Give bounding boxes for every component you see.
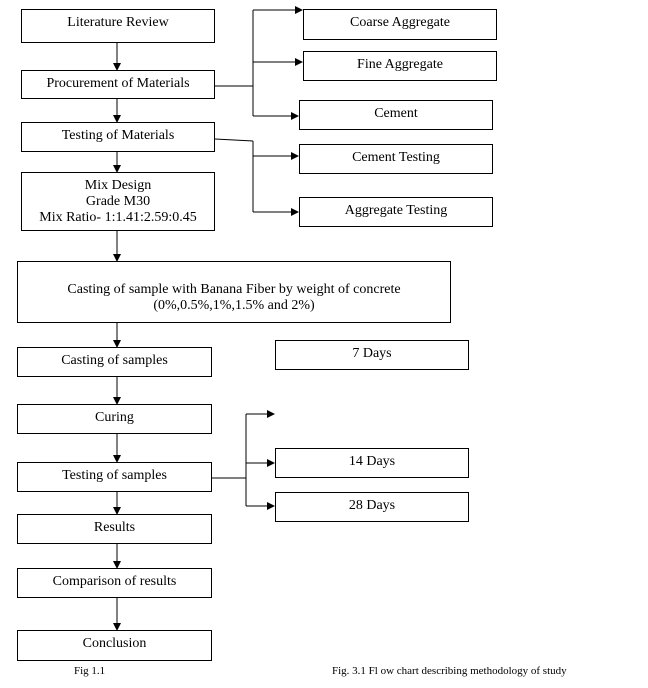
curing-label: Curing — [95, 410, 134, 425]
days-7-box: 7 Days — [275, 340, 469, 370]
fine-aggregate-box: Fine Aggregate — [303, 51, 497, 81]
literature-review-box: Literature Review — [21, 9, 215, 43]
days-28-label: 28 Days — [348, 498, 396, 513]
days-28-box: 28 Days — [275, 492, 469, 522]
cement-testing-box: Cement Testing — [299, 144, 493, 174]
days-7-label: 7 Days — [352, 346, 392, 361]
comparison-label: Comparison of results — [52, 574, 177, 589]
casting-samples-box: Casting of samples — [17, 347, 212, 377]
mix-design-grade: Grade M30 — [85, 194, 151, 209]
results-box: Results — [17, 514, 212, 544]
comparison-box: Comparison of results — [17, 568, 212, 598]
testing-samples-label: Testing of samples — [62, 468, 167, 483]
cement-label: Cement — [374, 106, 418, 121]
conclusion-label: Conclusion — [82, 636, 147, 651]
mix-design-ratio: Mix Ratio- 1:1.41:2.59:0.45 — [39, 210, 197, 225]
days-14-label: 14 Days — [348, 454, 396, 469]
procurement-label: Procurement of Materials — [46, 76, 190, 91]
casting-banana-fiber-line2: (0%,0.5%,1%,1.5% and 2%) — [153, 298, 315, 313]
figure-caption-left: Fig 1.1 — [74, 665, 106, 677]
cement-box: Cement — [299, 100, 493, 130]
days-14-box: 14 Days — [275, 448, 469, 478]
casting-banana-fiber-line1: Casting of sample with Banana Fiber by w… — [67, 282, 401, 297]
conclusion-box: Conclusion — [17, 630, 212, 661]
testing-samples-box: Testing of samples — [17, 462, 212, 492]
results-label: Results — [93, 520, 136, 535]
casting-samples-label: Casting of samples — [61, 353, 168, 368]
testing-materials-label: Testing of Materials — [61, 128, 175, 143]
figure-caption-right: Fig. 3.1 Fl ow chart describing methodol… — [332, 665, 567, 677]
aggregate-testing-box: Aggregate Testing — [299, 197, 493, 227]
cement-testing-label: Cement Testing — [352, 150, 440, 165]
mix-design-box: Mix Design Grade M30 Mix Ratio- 1:1.41:2… — [21, 172, 215, 231]
aggregate-testing-label: Aggregate Testing — [344, 203, 448, 218]
procurement-box: Procurement of Materials — [21, 70, 215, 99]
coarse-aggregate-box: Coarse Aggregate — [303, 9, 497, 40]
fine-aggregate-label: Fine Aggregate — [357, 57, 443, 72]
coarse-aggregate-label: Coarse Aggregate — [350, 15, 450, 30]
connector-testing-branch — [214, 138, 254, 142]
testing-materials-box: Testing of Materials — [21, 122, 215, 152]
casting-banana-fiber-box: Casting of sample with Banana Fiber by w… — [17, 261, 451, 323]
mix-design-title: Mix Design — [84, 178, 152, 193]
literature-review-label: Literature Review — [67, 15, 169, 30]
curing-box: Curing — [17, 404, 212, 434]
